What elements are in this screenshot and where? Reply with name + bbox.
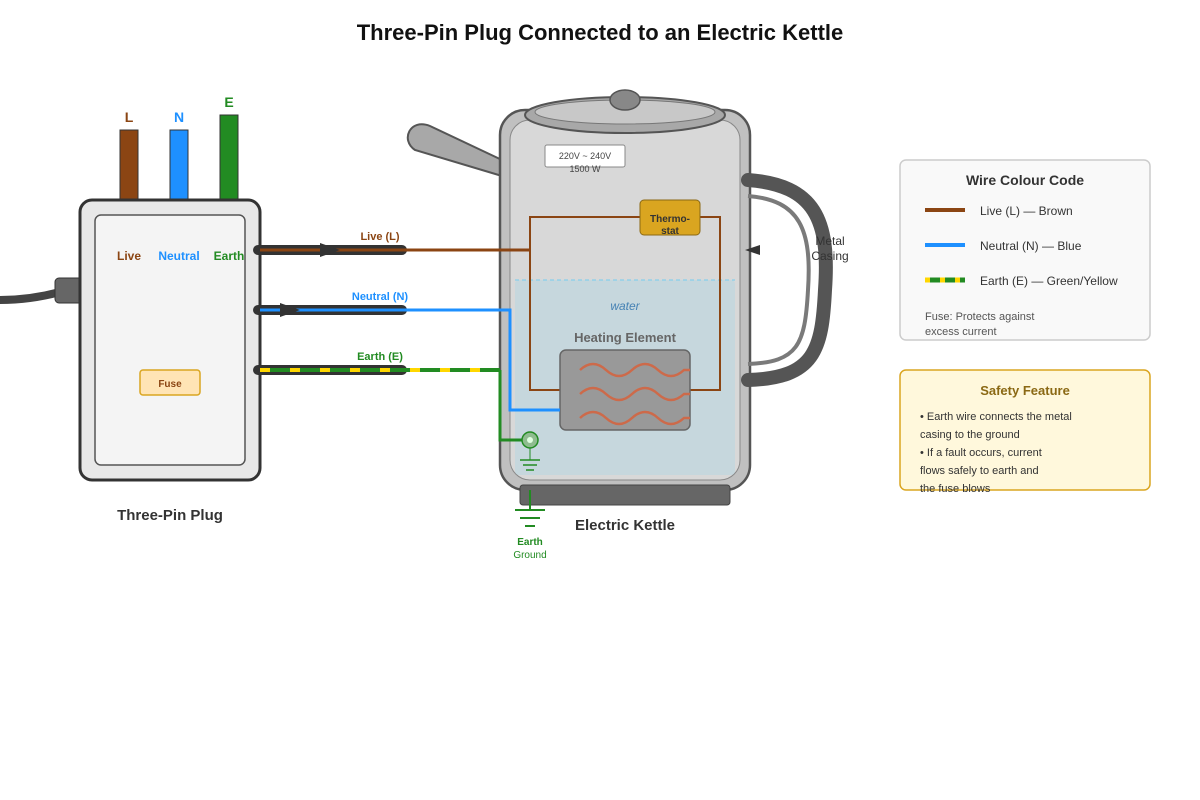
live-arrow-icon xyxy=(320,243,340,257)
neutral-arrow-icon xyxy=(280,303,300,317)
internal-return-wire xyxy=(690,216,721,391)
legend-earth-label: Earth (E) — Green/Yellow xyxy=(980,274,1118,288)
cables: Live (L) Neutral (N) Earth (E) Earth Gro… xyxy=(253,231,560,561)
safety-title: Safety Feature xyxy=(980,383,1070,398)
rating-power: 1500 W xyxy=(569,164,601,174)
heating-element-label: Heating Element xyxy=(574,330,677,345)
rating-voltage: 220V ~ 240V xyxy=(559,151,611,161)
safety-box xyxy=(899,369,1151,491)
neutral-wire-label: Neutral (N) xyxy=(352,291,409,303)
legend-fuse-note-1: Fuse: Protects against xyxy=(925,311,1034,323)
casing-arrow-icon xyxy=(745,245,760,255)
three-pin-plug: L N E Live Neutral Earth Fuse Three-Pin … xyxy=(0,94,262,524)
fuse xyxy=(139,369,201,396)
heating-coil-3 xyxy=(579,410,690,426)
legend-neutral-label: Neutral (N) — Blue xyxy=(980,239,1082,253)
rating-plate xyxy=(544,144,626,168)
wire-colour-legend: Wire Colour Code Live (L) — Brown Neutra… xyxy=(899,159,1151,341)
legend-live-label: Live (L) — Brown xyxy=(980,204,1073,218)
page-title: Three-Pin Plug Connected to an Electric … xyxy=(357,20,844,45)
water-label: water xyxy=(610,299,640,313)
earth-pin xyxy=(219,114,239,206)
plug-caption: Three-Pin Plug xyxy=(117,507,223,524)
plug-live-label: Live xyxy=(117,249,141,263)
neutral-pin xyxy=(169,129,189,206)
pin-label-n: N xyxy=(174,109,184,125)
safety-line: flows safely to earth and xyxy=(920,465,1039,477)
thermostat xyxy=(639,199,701,236)
kettle-handle-inner xyxy=(747,194,811,366)
safety-line: • If a fault occurs, current xyxy=(920,447,1042,459)
legend-fuse-note-2: excess current xyxy=(925,326,997,338)
earth-wire-to-casing xyxy=(498,370,522,442)
plug-inner-panel xyxy=(94,214,246,466)
electric-kettle: water 220V ~ 240V 1500 W Thermo- stat He… xyxy=(406,89,849,534)
legend-box xyxy=(899,159,1151,341)
kettle-base xyxy=(519,484,731,506)
safety-line: • Earth wire connects the metal xyxy=(920,411,1072,423)
earth-wire-label: Earth (E) xyxy=(357,351,403,363)
earth-ground-label-2: Ground xyxy=(513,550,546,561)
earth-terminal-center xyxy=(527,437,533,443)
live-pin xyxy=(119,129,139,206)
power-cord xyxy=(0,288,62,304)
internal-element-feed xyxy=(529,250,560,391)
heating-coil-2 xyxy=(579,386,690,402)
live-wire-label: Live (L) xyxy=(360,231,399,243)
internal-live-wire xyxy=(529,216,640,250)
pin-label-l: L xyxy=(125,109,134,125)
plug-earth-label: Earth xyxy=(214,249,245,263)
earth-ground-label-1: Earth xyxy=(517,537,543,548)
legend-title: Wire Colour Code xyxy=(966,172,1084,188)
thermostat-label-1: Thermo- xyxy=(650,214,690,225)
lid-knob xyxy=(609,89,641,111)
heating-coil-1 xyxy=(579,362,690,378)
safety-line: casing to the ground xyxy=(920,429,1020,441)
kettle-handle xyxy=(741,173,833,387)
casing-label-1: Metal xyxy=(815,234,844,248)
plug-neutral-label: Neutral xyxy=(158,249,199,263)
safety-line: the fuse blows xyxy=(920,483,991,495)
heating-element xyxy=(559,349,691,431)
safety-feature-box: Safety Feature • Earth wire connects the… xyxy=(899,369,1151,495)
kettle-caption: Electric Kettle xyxy=(575,517,675,534)
thermostat-label-2: stat xyxy=(661,226,679,237)
casing-label-2: Casing xyxy=(811,249,848,263)
kettle-spout xyxy=(406,123,503,178)
fuse-label: Fuse xyxy=(158,379,182,390)
neutral-wire xyxy=(260,308,560,412)
pin-label-e: E xyxy=(224,94,233,110)
